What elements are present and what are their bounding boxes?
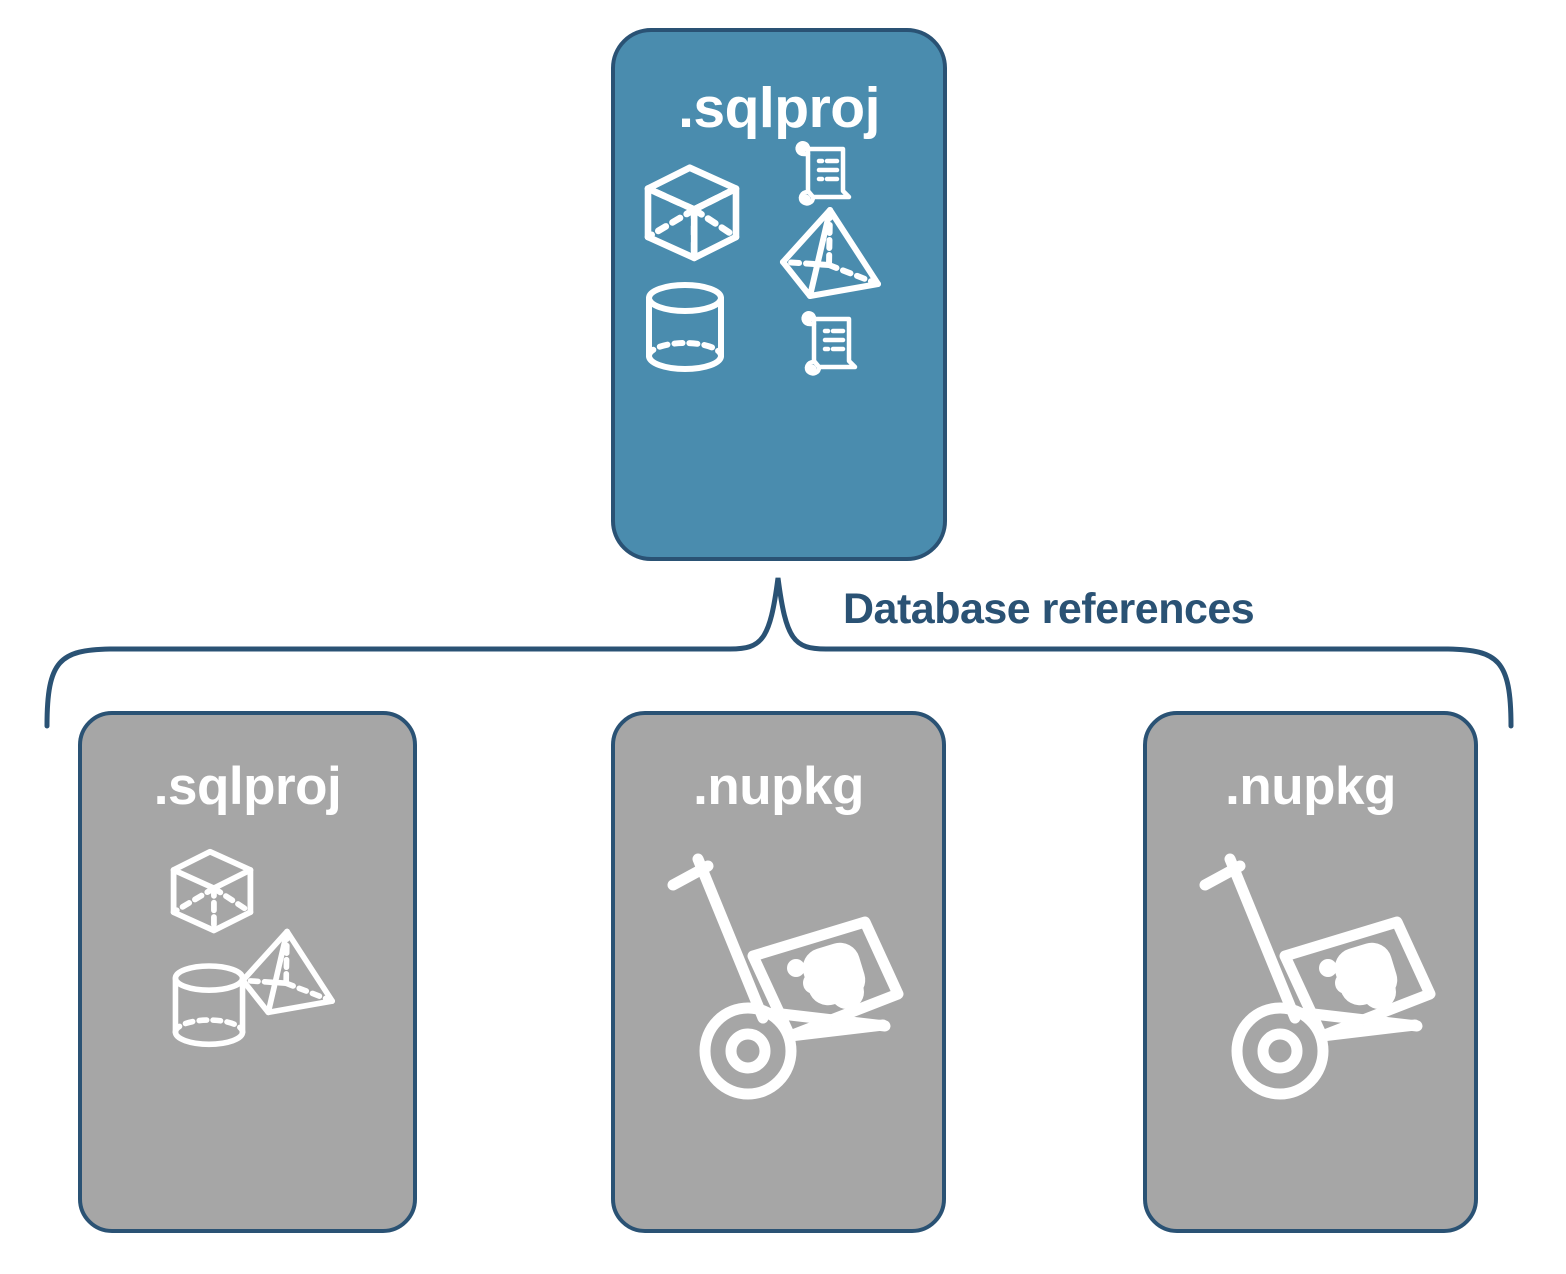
reference-card-icon-area	[1147, 813, 1474, 1229]
scroll-icon	[801, 311, 858, 376]
reference-card-sqlproj[interactable]: .sqlproj	[78, 711, 417, 1233]
reference-card-nupkg-2[interactable]: .nupkg	[1143, 711, 1478, 1233]
root-card-icon-area	[615, 137, 943, 557]
connector-label: Database references	[843, 585, 1255, 633]
cylinder-icon	[172, 963, 246, 1048]
reference-card-label: .nupkg	[693, 757, 864, 816]
pyramid-icon	[240, 928, 335, 1016]
cylinder-icon	[646, 282, 724, 372]
cube-icon	[644, 164, 740, 262]
reference-card-icon-area	[82, 813, 413, 1229]
pyramid-icon	[780, 207, 881, 299]
package-dolly-icon	[1199, 853, 1436, 1100]
reference-card-label: .sqlproj	[153, 757, 342, 816]
reference-card-icon-area	[615, 813, 942, 1229]
package-dolly-icon	[667, 853, 904, 1100]
cube-icon	[170, 848, 254, 934]
root-project-card[interactable]: .sqlproj	[611, 28, 947, 561]
scroll-icon	[795, 141, 852, 206]
root-card-label: .sqlproj	[678, 76, 880, 140]
reference-card-label: .nupkg	[1225, 757, 1396, 816]
reference-card-nupkg-1[interactable]: .nupkg	[611, 711, 946, 1233]
